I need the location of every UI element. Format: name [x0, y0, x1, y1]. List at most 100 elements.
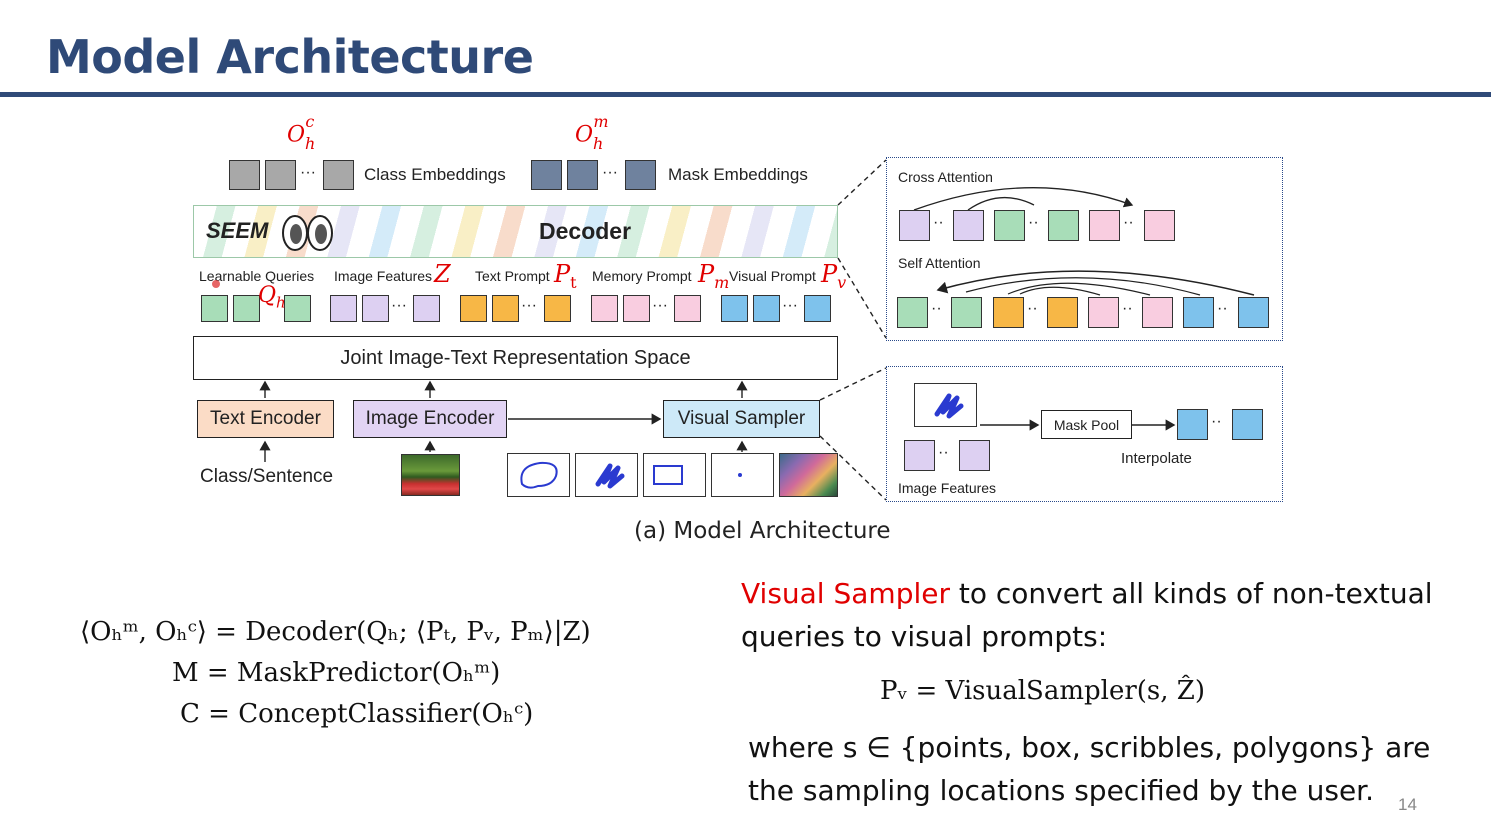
image-features-label: Image Features [334, 268, 433, 284]
visual-prompt-cell [753, 295, 780, 322]
visual-sampler-block: Visual Sampler [663, 400, 820, 438]
interpolate-label: Interpolate [1121, 450, 1192, 467]
equation-mask-predictor: M = MaskPredictor(Oₕᵐ) [172, 658, 501, 688]
symbol-z: Z [434, 260, 451, 288]
mask-embeddings-label: Mask Embeddings [668, 165, 808, 184]
memory-prompt-cell [674, 295, 701, 322]
ellipsis: ··· [652, 297, 668, 314]
ellipsis: ·· [1122, 300, 1133, 317]
cross-attention-label: Cross Attention [898, 169, 993, 185]
self-attention-arc-4 [1019, 286, 1101, 296]
scribble-prompt-thumbnail [575, 453, 638, 497]
architecture-diagram: Ohc Ohm ··· Class Embeddings ··· Mask Em… [193, 112, 1283, 544]
zoom-line-sampler-top [819, 367, 887, 401]
ellipsis: ·· [931, 300, 942, 317]
title-divider [0, 92, 1491, 97]
symbol-q: Qh [258, 283, 286, 312]
image-encoder-block: Image Encoder [353, 400, 507, 438]
decoder-label: Decoder [539, 218, 632, 244]
ellipsis: ·· [938, 444, 949, 461]
ellipsis: ··· [782, 297, 798, 314]
visual-prompt-cell [804, 295, 831, 322]
attention-cell [1183, 297, 1214, 328]
learnable-query-cell [233, 295, 260, 322]
symbol-o-class: Ohc [287, 112, 316, 153]
mask-pool-block: Mask Pool [1041, 410, 1132, 439]
ellipsis: ·· [1123, 214, 1134, 231]
equation-visual-sampler: Pᵥ = VisualSampler(s, Ẑ) [880, 676, 1205, 706]
painting-image-thumbnail [779, 453, 838, 497]
attention-cell [1238, 297, 1269, 328]
learnable-query-cell [201, 295, 228, 322]
visual-prompt-label: Visual Prompt [729, 268, 816, 284]
ellipsis: ··· [602, 164, 618, 181]
decoder-block: SEEM Decoder [193, 205, 838, 258]
scribble-prompt-thumbnail [914, 383, 977, 427]
self-attention-label: Self Attention [898, 255, 981, 271]
memory-prompt-label: Memory Prompt [592, 268, 692, 284]
ellipsis: ·· [1027, 300, 1038, 317]
zoom-line-sampler-bottom [819, 435, 887, 501]
learnable-queries-label: Learnable Queries [199, 268, 315, 284]
attention-cell [951, 297, 982, 328]
attention-detail-panel [886, 157, 1283, 341]
sampler-image-features-label: Image Features [898, 480, 997, 496]
box-prompt-thumbnail [643, 453, 706, 497]
forest-image-thumbnail [401, 454, 460, 496]
zoom-line-top [837, 159, 887, 206]
polygon-prompt-thumbnail [507, 453, 570, 497]
diagram-connectors [259, 159, 1255, 501]
ellipsis: ··· [391, 297, 407, 314]
sampler-detail-panel [886, 366, 1283, 502]
class-embeddings-label: Class Embeddings [364, 165, 506, 184]
attention-cell [1088, 297, 1119, 328]
attention-cell [899, 210, 930, 241]
attention-cell [1144, 210, 1175, 241]
description-line-4: the sampling locations specified by the … [748, 774, 1375, 807]
seem-eyes-logo [282, 215, 333, 251]
attention-cell [1142, 297, 1173, 328]
cross-attention-arc-1 [913, 187, 1134, 211]
page-title: Model Architecture [46, 30, 534, 84]
learnable-query-cell [284, 295, 311, 322]
sampler-output-cell [1177, 409, 1208, 440]
point-prompt-thumbnail [711, 453, 774, 497]
ellipsis: ·· [1028, 214, 1039, 231]
attention-cell [897, 297, 928, 328]
image-feature-cell [413, 295, 440, 322]
memory-prompt-cell [591, 295, 618, 322]
visual-prompt-cell [721, 295, 748, 322]
attention-cell [994, 210, 1025, 241]
diagram-caption: (a) Model Architecture [634, 518, 891, 544]
attention-cell [993, 297, 1024, 328]
self-attention-arc-3 [1007, 282, 1151, 296]
mask-embedding-cell [625, 160, 656, 190]
equation-concept-classifier: C = ConceptClassifier(Oₕᶜ) [180, 699, 534, 729]
text-prompt-label: Text Prompt [475, 268, 550, 284]
self-attention-arc-1 [936, 270, 1255, 296]
description-line-1: Visual Sampler to convert all kinds of n… [741, 577, 1433, 610]
ellipsis: ··· [300, 164, 316, 181]
symbol-pt: Pt [554, 260, 577, 292]
visual-sampler-highlight: Visual Sampler [741, 577, 950, 610]
sampler-feature-cell [959, 440, 990, 471]
symbol-pv: Pv [821, 260, 847, 292]
image-feature-cell [330, 295, 357, 322]
text-prompt-cell [544, 295, 571, 322]
attention-cell [953, 210, 984, 241]
ellipsis: ·· [1211, 413, 1222, 430]
joint-representation-space: Joint Image-Text Representation Space [193, 336, 838, 380]
class-sentence-input: Class/Sentence [200, 466, 334, 487]
mask-embedding-cell [531, 160, 562, 190]
cross-attention-arc-2 [967, 196, 1035, 211]
text-prompt-cell [460, 295, 487, 322]
pointer-dot [212, 280, 220, 288]
text-encoder-block: Text Encoder [197, 400, 334, 438]
seem-logo-text: SEEM [206, 218, 269, 243]
zoom-line-bottom [837, 257, 887, 339]
image-feature-cell [362, 295, 389, 322]
sampler-feature-cell [904, 440, 935, 471]
symbol-pm: Pm [698, 260, 730, 292]
description-line-2: queries to visual prompts: [741, 620, 1108, 653]
text-prompt-cell [492, 295, 519, 322]
